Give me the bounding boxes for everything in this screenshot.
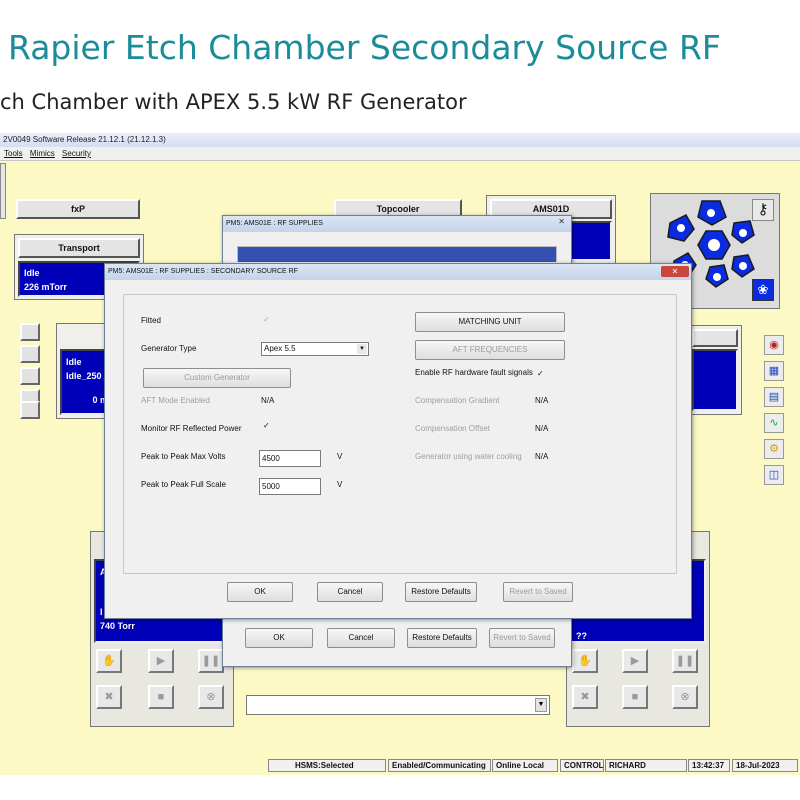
hand-icon[interactable]: ✋ (96, 649, 122, 673)
graph-icon[interactable]: ∿ (764, 413, 784, 433)
transport-pressure: 226 mTorr (24, 282, 67, 292)
rf-supplies-close-icon[interactable]: ✕ (558, 217, 565, 226)
left-square-button-5[interactable] (20, 401, 40, 419)
ptp-max-volts-unit: V (337, 452, 343, 461)
secondary-source-rf-dialog: PM5: AMS01E : RF SUPPLIES : SECONDARY SO… (104, 263, 692, 619)
pause-icon[interactable]: ❚❚ (198, 649, 224, 673)
pause-icon-right[interactable]: ❚❚ (672, 649, 698, 673)
transport-state: Idle (24, 268, 40, 278)
rf-supplies-revert-button[interactable]: Revert to Saved (489, 628, 555, 648)
settings-group-box (123, 294, 677, 574)
bottom-dropdown[interactable]: ▼ (246, 695, 550, 715)
abort-icon[interactable]: ✖ (96, 685, 122, 709)
monitor-reflected-label: Monitor RF Reflected Power (141, 424, 242, 433)
aft-mode-value: N/A (261, 396, 275, 405)
water-cooling-value: N/A (535, 452, 549, 461)
rf-supplies-group (237, 246, 557, 262)
chevron-down-icon: ▼ (357, 344, 367, 354)
key-icon[interactable]: ⚷ (752, 199, 774, 221)
wafer-map-icon[interactable]: ❀ (752, 279, 774, 301)
calendar-icon[interactable]: ▦ (764, 361, 784, 381)
aft-mode-label: AFT Mode Enabled (141, 396, 210, 405)
generator-type-label: Generator Type (141, 344, 197, 353)
cancel-button[interactable]: Cancel (317, 582, 383, 602)
ptp-max-volts-input[interactable]: 4500 (259, 450, 321, 467)
play-icon-right[interactable]: ▶ (622, 649, 648, 673)
generator-type-select[interactable]: Apex 5.5 ▼ (261, 342, 369, 356)
custom-generator-button[interactable]: Custom Generator (143, 368, 291, 388)
secondary-source-dialog-title: PM5: AMS01E : RF SUPPLIES : SECONDARY SO… (105, 264, 691, 280)
transport-button[interactable]: Transport (18, 238, 140, 258)
enable-fault-checkbox[interactable]: ✓ (537, 369, 544, 378)
monitor-reflected-checkbox[interactable]: ✓ (263, 421, 270, 430)
gear-icon[interactable]: ⚙ (764, 439, 784, 459)
ptp-full-scale-input[interactable]: 5000 (259, 478, 321, 495)
left-square-button-2[interactable] (20, 345, 40, 363)
status-control: CONTROL (560, 759, 604, 772)
network-icon[interactable]: ◫ (764, 465, 784, 485)
generator-type-value: Apex 5.5 (264, 344, 296, 353)
fxp-button[interactable]: fxP (16, 199, 140, 219)
loadlock-pressure: 740 Torr (100, 621, 135, 631)
pm-right-button[interactable] (692, 329, 738, 347)
pm-status-right (692, 349, 738, 411)
hand-icon-right[interactable]: ✋ (572, 649, 598, 673)
ptp-full-scale-unit: V (337, 480, 343, 489)
loadlock-left-partial-a: A (100, 565, 224, 579)
status-time: 13:42:37 (688, 759, 730, 772)
menu-tools[interactable]: Tools (4, 149, 23, 158)
stop-icon-right[interactable]: ■ (622, 685, 648, 709)
app-titlebar: 2V0049 Software Release 21.12.1 (21.12.1… (0, 133, 800, 147)
comp-gradient-value: N/A (535, 396, 549, 405)
menu-mimics[interactable]: Mimics (29, 149, 55, 158)
pm-state-2: Idle_250 (66, 371, 102, 381)
aft-frequencies-button[interactable]: AFT FREQUENCIES (415, 340, 565, 360)
left-square-button-3[interactable] (20, 367, 40, 385)
status-online: Online Local (492, 759, 558, 772)
pm-state-1: Idle (66, 357, 82, 367)
menu-security[interactable]: Security (62, 149, 91, 158)
close-icon[interactable]: ✕ (661, 266, 689, 277)
chevron-down-icon: ▼ (535, 698, 547, 712)
loadlock-right-partial: ?? (576, 631, 587, 641)
ptp-full-scale-label: Peak to Peak Full Scale (141, 480, 226, 489)
slide-subtitle: ch Chamber with APEX 5.5 kW RF Generator (0, 90, 467, 114)
slide-title: Rapier Etch Chamber Secondary Source RF (8, 28, 721, 67)
comp-offset-value: N/A (535, 424, 549, 433)
abort-icon-right[interactable]: ✖ (572, 685, 598, 709)
rf-supplies-restore-button[interactable]: Restore Defaults (407, 628, 477, 648)
status-hsms: HSMS:Selected (268, 759, 386, 772)
matching-unit-button[interactable]: MATCHING UNIT (415, 312, 565, 332)
reset-icon-right[interactable]: ⊗ (672, 685, 698, 709)
pm-pressure-partial: 0 m (92, 395, 108, 405)
status-communicating: Enabled/Communicating (388, 759, 491, 772)
status-date: 18-Jul-2023 (732, 759, 798, 772)
rf-supplies-ok-button[interactable]: OK (245, 628, 313, 648)
comp-offset-label: Compensation Offset (415, 424, 491, 433)
water-cooling-label: Generator using water cooling (415, 452, 522, 461)
report-icon[interactable]: ▤ (764, 387, 784, 407)
play-icon[interactable]: ▶ (148, 649, 174, 673)
fitted-checkbox[interactable]: ✓ (263, 315, 270, 324)
reset-icon[interactable]: ⊗ (198, 685, 224, 709)
menu-bar: Tools Mimics Security (0, 147, 800, 161)
enable-fault-label: Enable RF hardware fault signals (415, 368, 533, 377)
fitted-label: Fitted (141, 316, 162, 325)
status-user: RICHARD (605, 759, 687, 772)
comp-gradient-label: Compensation Gradient (415, 396, 500, 405)
restore-defaults-button[interactable]: Restore Defaults (405, 582, 477, 602)
left-square-button-1[interactable] (20, 323, 40, 341)
left-edge-panel (0, 163, 6, 219)
rf-supplies-dialog-title: PM5: AMS01E : RF SUPPLIES (223, 216, 571, 232)
stop-icon[interactable]: ■ (148, 685, 174, 709)
ptp-max-volts-label: Peak to Peak Max Volts (141, 452, 226, 461)
rf-supplies-cancel-button[interactable]: Cancel (327, 628, 395, 648)
loadlock-left-partial-b: I (100, 607, 103, 617)
ok-button[interactable]: OK (227, 582, 293, 602)
revert-to-saved-button[interactable]: Revert to Saved (503, 582, 573, 602)
tool-control-app: 2V0049 Software Release 21.12.1 (21.12.1… (0, 133, 800, 775)
pill-icon[interactable]: ◉ (764, 335, 784, 355)
